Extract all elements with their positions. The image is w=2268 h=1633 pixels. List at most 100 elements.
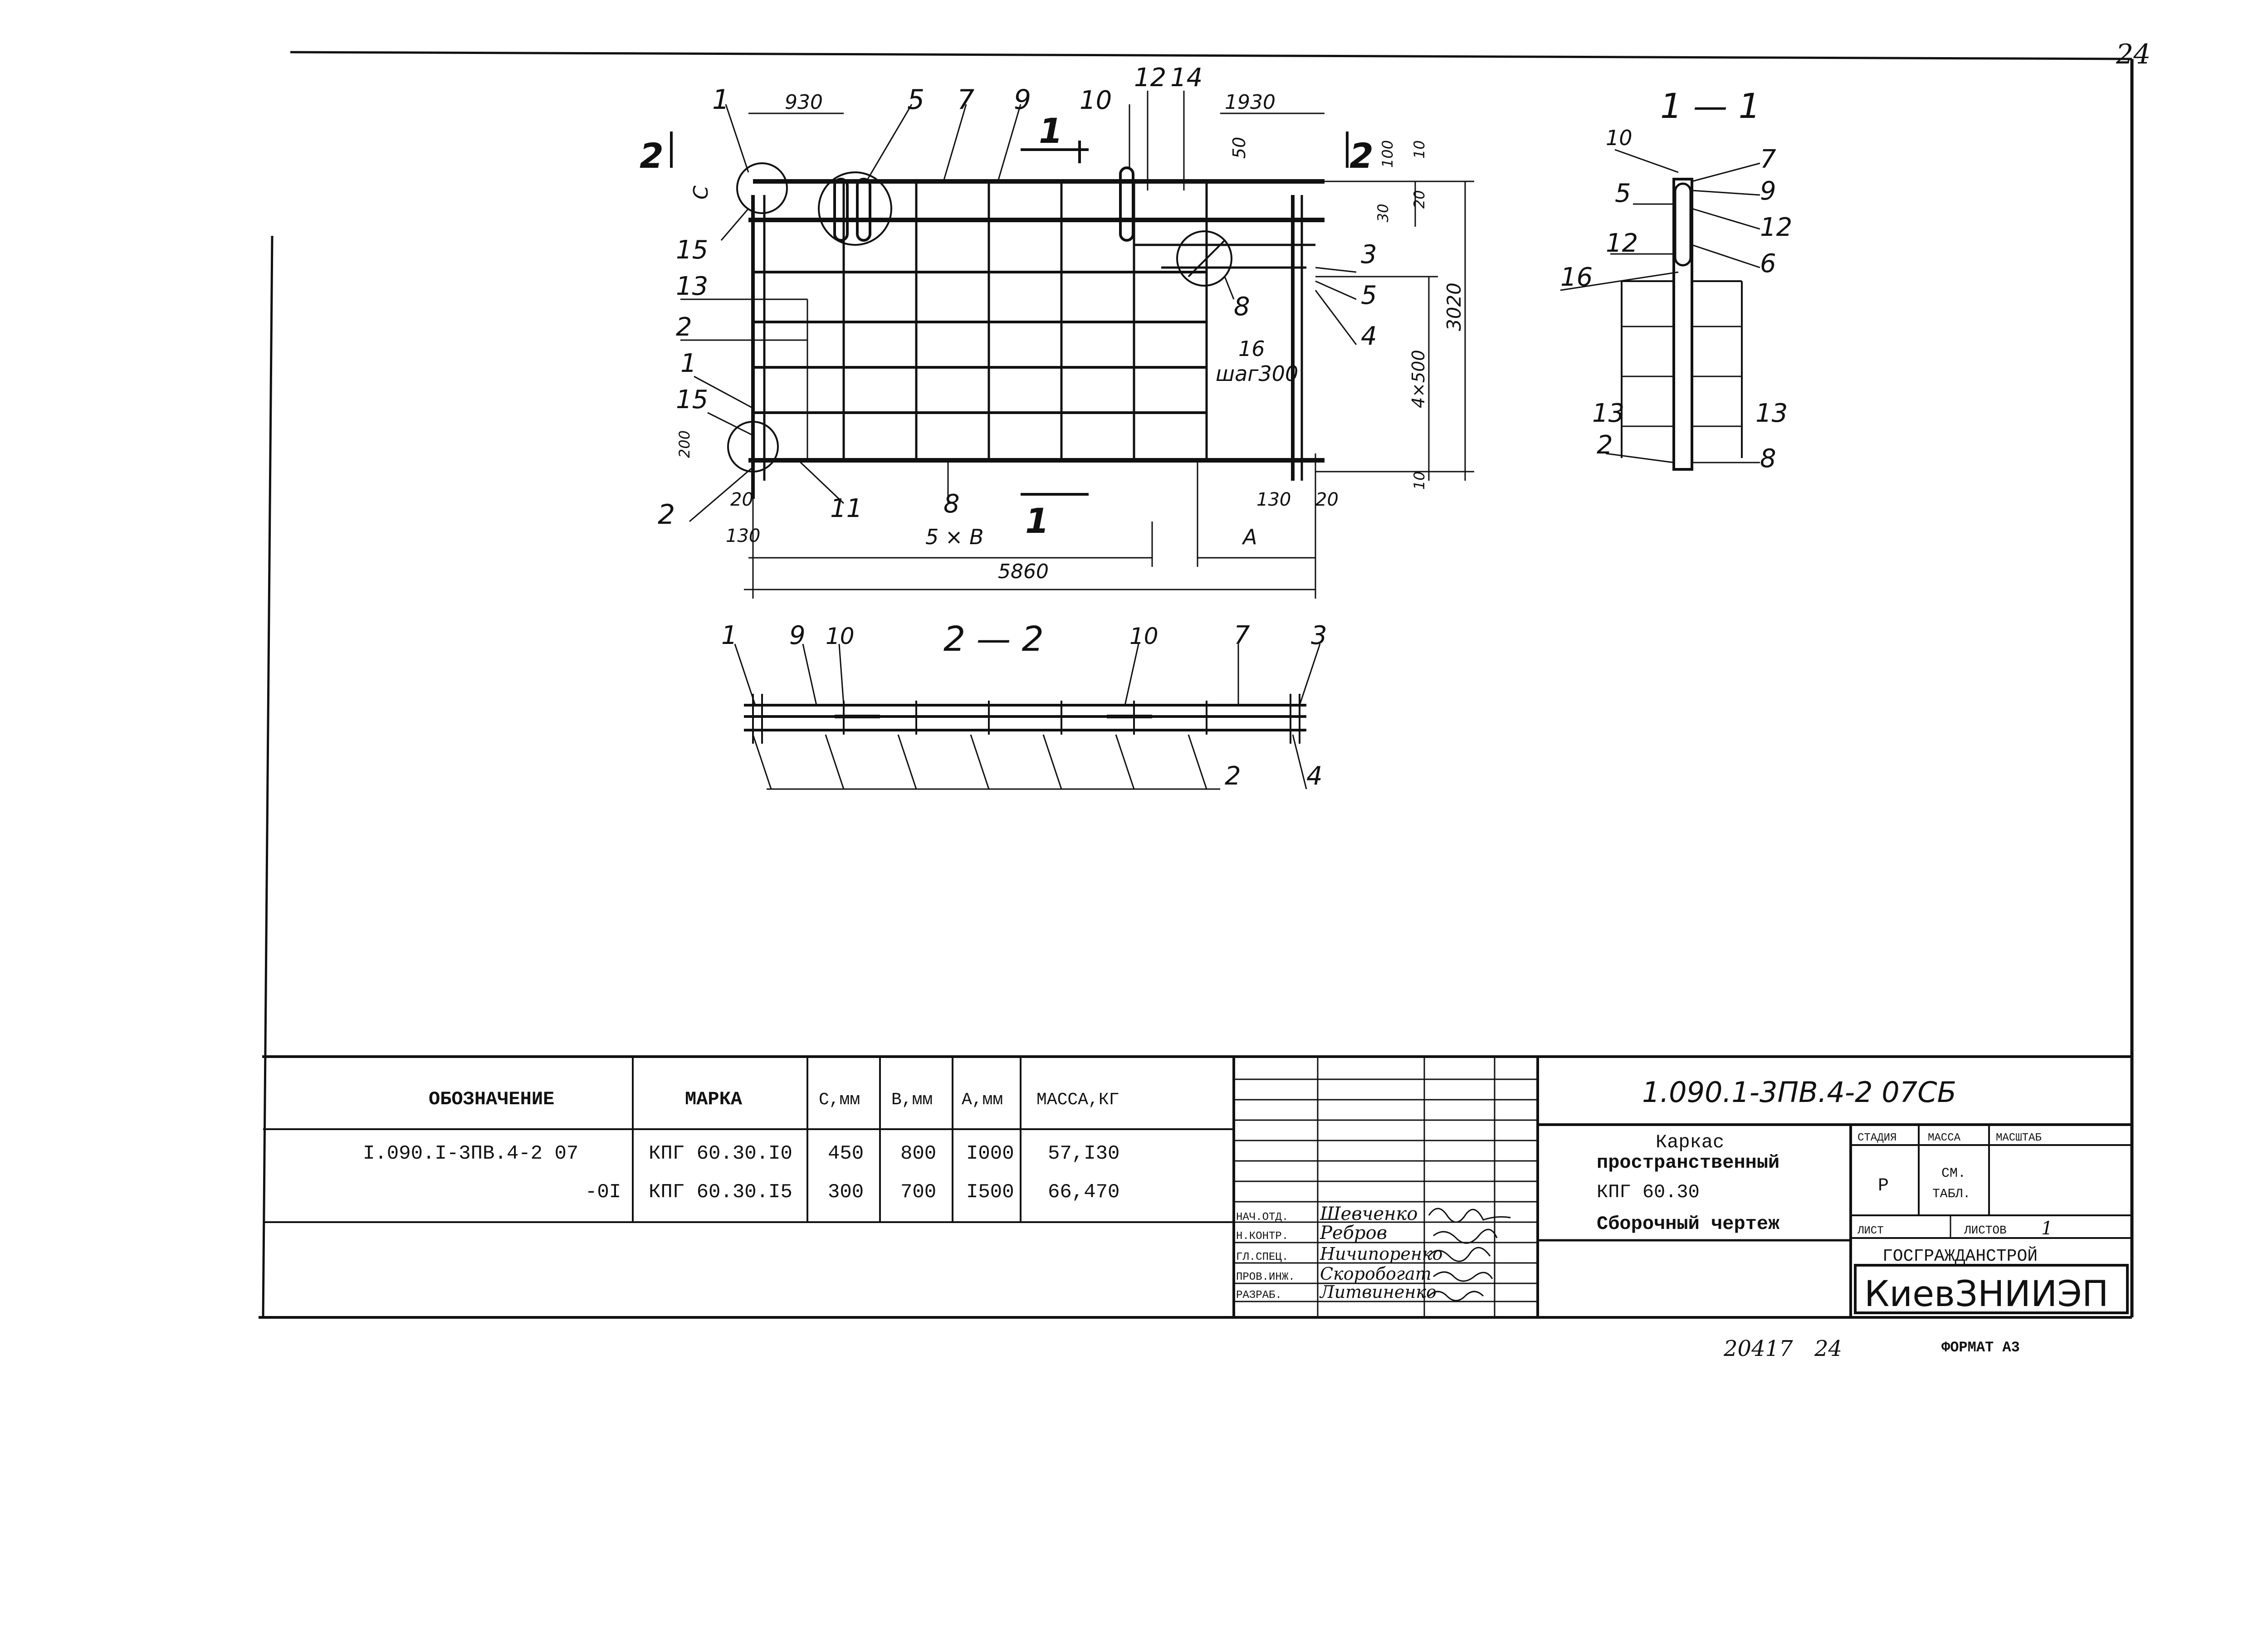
dim-20: 20 bbox=[1411, 190, 1428, 209]
pos-label: 2 bbox=[658, 499, 675, 531]
multiplier-b: 5 × B bbox=[925, 525, 984, 549]
sec2-label: 10 bbox=[1129, 623, 1158, 649]
sec1-label: 13 bbox=[1592, 399, 1624, 428]
signature-scribble bbox=[1428, 1291, 1484, 1302]
sec1-label: 6 bbox=[1760, 249, 1776, 278]
dim-20b: 20 bbox=[730, 489, 753, 510]
signature-name: Ничипоренко bbox=[1320, 1244, 1443, 1264]
pos-label: 4 bbox=[1361, 322, 1377, 351]
spec-header: С,мм bbox=[819, 1090, 860, 1110]
org-line2: КиевЗНИИЭП bbox=[1864, 1274, 2109, 1315]
org-line1: ГОСГРАЖДАНСТРОЙ bbox=[1882, 1246, 2038, 1266]
spec-header: В,мм bbox=[891, 1090, 933, 1110]
sec1-label: 5 bbox=[1615, 179, 1631, 208]
scale-header: МАСШТАБ bbox=[1996, 1132, 2042, 1144]
sec2-label: 1 bbox=[721, 621, 738, 650]
spec-header: ОБОЗНАЧЕНИЕ bbox=[429, 1088, 554, 1110]
pos-label: 14 bbox=[1170, 63, 1202, 93]
multiplier-500: 4×500 bbox=[1408, 350, 1428, 408]
dim-130b: 130 bbox=[1256, 489, 1291, 510]
doc-title-line3: КПГ 60.30 bbox=[1597, 1181, 1700, 1203]
table-cell: 800 bbox=[900, 1142, 936, 1165]
pos-label: 16 bbox=[1238, 336, 1265, 361]
table-cell: 300 bbox=[828, 1181, 864, 1204]
pos-label: 8 bbox=[943, 489, 960, 519]
sec2-label: 2 bbox=[1225, 761, 1241, 791]
sec1-label: 12 bbox=[1606, 229, 1638, 258]
pos-label: 7 bbox=[957, 84, 974, 116]
dim-10a: 10 bbox=[1411, 140, 1428, 159]
dim-3020: 3020 bbox=[1443, 283, 1465, 331]
sec1-label: 10 bbox=[1606, 126, 1633, 150]
sec1-label: 9 bbox=[1760, 176, 1776, 206]
table-cell: 66,470 bbox=[1048, 1181, 1119, 1204]
section-1-1-title: 1 — 1 bbox=[1660, 86, 1760, 126]
table-cell: КПГ 60.30.I5 bbox=[649, 1181, 792, 1204]
signature-role: ГЛ.СПЕЦ. bbox=[1236, 1251, 1288, 1263]
sec2-label: 10 bbox=[826, 623, 855, 649]
section-mark-1-bottom: 1 bbox=[1025, 501, 1049, 541]
stage-value: Р bbox=[1878, 1176, 1889, 1196]
table-cell: I000 bbox=[966, 1142, 1014, 1165]
sec1-label: 16 bbox=[1560, 263, 1593, 292]
sec1-label: 7 bbox=[1760, 145, 1776, 174]
mass-header: МАССА bbox=[1928, 1132, 1961, 1144]
signature-name: Шевченко bbox=[1320, 1204, 1418, 1224]
signature-role: РАЗРАБ. bbox=[1236, 1289, 1282, 1302]
sec2-label: 4 bbox=[1306, 761, 1323, 791]
table-cell: I.090.I-3ПВ.4-2 07 bbox=[363, 1142, 578, 1165]
doc-title-line1: Каркас bbox=[1656, 1131, 1724, 1153]
pos-label: 9 bbox=[1014, 84, 1031, 116]
dim-1930: 1930 bbox=[1225, 91, 1276, 114]
table-cell: -0I bbox=[585, 1181, 621, 1204]
dim-100: 100 bbox=[1379, 140, 1396, 168]
table-cell: КПГ 60.30.I0 bbox=[649, 1142, 792, 1165]
sheet-frame bbox=[259, 51, 2134, 1319]
pos-label: 5 bbox=[1361, 281, 1377, 310]
dim-10b: 10 bbox=[1411, 471, 1428, 490]
pos-label: 8 bbox=[1234, 292, 1250, 322]
section-2-2 bbox=[734, 643, 1321, 790]
signature-scribble bbox=[1433, 1228, 1498, 1244]
spec-table-rows: I.090.I-3ПВ.4-2 07 КПГ 60.30.I0 450 800 … bbox=[363, 1142, 1119, 1204]
plan-dimensions: 930 1930 50 100 10 20 30 3020 10 200 20 … bbox=[676, 91, 1465, 583]
pos-label: 3 bbox=[1361, 240, 1377, 269]
signature-grid bbox=[1234, 1057, 1539, 1317]
mass-value-2: ТАБЛ. bbox=[1932, 1187, 1970, 1201]
bottom-left-code: 20417 bbox=[1723, 1336, 1793, 1361]
dim-5860: 5860 bbox=[998, 560, 1049, 583]
plan-view-labels: 1 5 7 9 10 12 14 2 15 13 2 1 15 2 11 8 3… bbox=[640, 63, 1428, 549]
spec-header: А,мм bbox=[962, 1090, 1003, 1110]
letter-a: A bbox=[1242, 525, 1257, 549]
signature-role: ПРОВ.ИНЖ. bbox=[1236, 1271, 1295, 1283]
table-cell: 57,I30 bbox=[1048, 1142, 1119, 1165]
letter-c: C bbox=[689, 185, 713, 200]
cage-plan-view bbox=[670, 91, 1474, 599]
mass-value-1: СМ. bbox=[1941, 1166, 1966, 1181]
section-1-1 bbox=[1560, 149, 1760, 471]
section-mark-1-top: 1 bbox=[1039, 111, 1063, 151]
dim-20c: 20 bbox=[1315, 489, 1339, 510]
signature-name: Литвиненко bbox=[1319, 1282, 1437, 1302]
spec-header: МАССА,КГ bbox=[1036, 1090, 1119, 1110]
spec-table-headers: ОБОЗНАЧЕНИЕ МАРКА С,мм В,мм А,мм МАССА,К… bbox=[429, 1088, 1119, 1110]
table-cell: 450 bbox=[828, 1142, 864, 1165]
signature-scribble bbox=[1433, 1271, 1493, 1282]
pos-label: 15 bbox=[676, 235, 708, 265]
doc-title-line4: Сборочный чертеж bbox=[1597, 1213, 1780, 1235]
title-block-text: 1.090.1-3ПВ.4-2 07СБ Каркас пространстве… bbox=[1597, 1076, 2109, 1315]
signature-rows: НАЧ.ОТД. Шевченко Н.КОНТР. Ребров ГЛ.СПЕ… bbox=[1236, 1204, 1511, 1302]
bottom-page-number: 24 bbox=[1814, 1336, 1842, 1361]
section-2-2-title: 2 — 2 bbox=[943, 619, 1044, 659]
sheets-label: ЛИСТОВ bbox=[1964, 1224, 2007, 1237]
sec1-label: 2 bbox=[1597, 430, 1613, 460]
section-mark-2-right: 2 bbox=[1349, 136, 1374, 176]
sec2-label: 9 bbox=[789, 621, 806, 650]
signature-name: Ребров bbox=[1320, 1223, 1387, 1243]
pos-label: 11 bbox=[830, 494, 862, 523]
pos-label: 15 bbox=[676, 385, 708, 414]
table-cell: I500 bbox=[966, 1181, 1014, 1204]
pitch-note: шаг300 bbox=[1216, 361, 1298, 386]
section-1-1-labels: 1 — 1 10 7 9 5 12 6 16 12 13 13 2 8 bbox=[1560, 86, 1792, 473]
